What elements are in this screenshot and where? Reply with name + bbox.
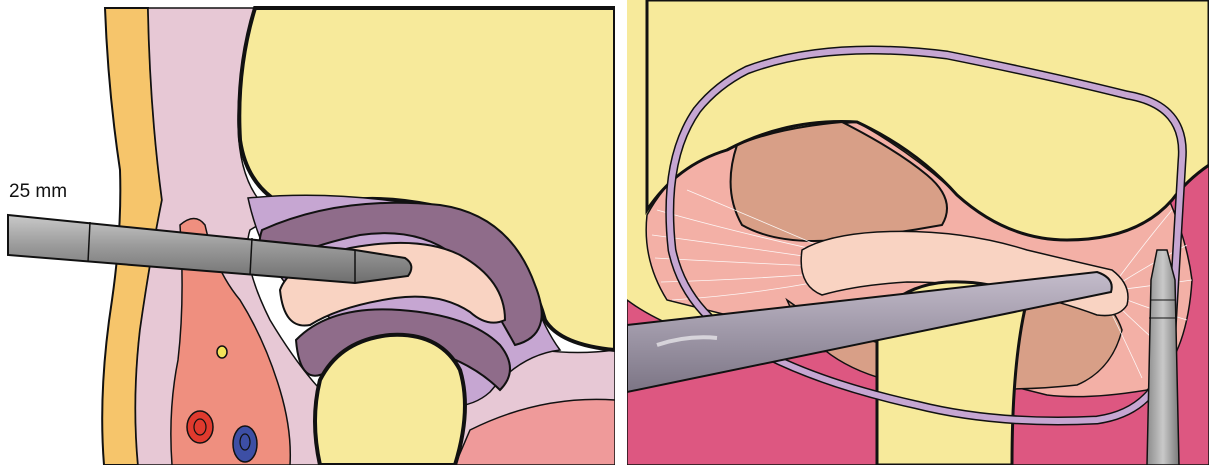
right-panel: [627, 0, 1209, 465]
nerve: [217, 346, 227, 358]
right-panel-illustration: [627, 0, 1209, 465]
probe: [1147, 250, 1179, 465]
left-panel-illustration: [0, 0, 615, 465]
femoral-head: [315, 335, 465, 465]
artery: [187, 411, 213, 443]
vein: [233, 426, 257, 462]
left-panel: 25 mm: [0, 0, 615, 465]
scale-label: 25 mm: [9, 181, 67, 203]
